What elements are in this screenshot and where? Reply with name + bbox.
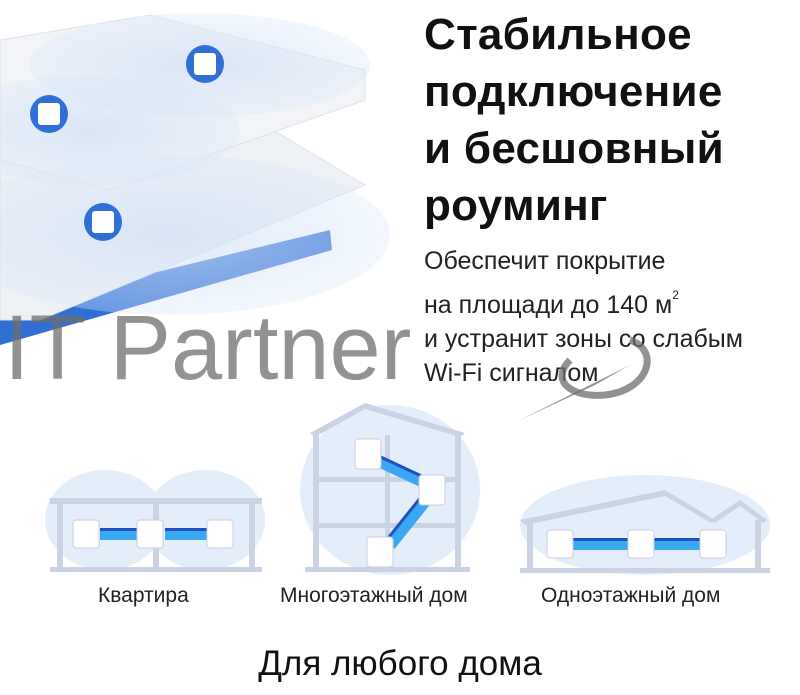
mesh-unit-icon: [366, 536, 394, 568]
mesh-unit-icon: [136, 519, 164, 549]
mesh-unit-icon: [699, 529, 727, 559]
headline: Стабильное подключение и бесшовный роуми…: [424, 6, 724, 234]
home-type-label: Одноэтажный дом: [541, 584, 721, 607]
subtext-line: на площади до 140 м2: [424, 278, 743, 322]
mesh-unit-icon: [206, 519, 234, 549]
mesh-unit-icon: [84, 203, 122, 241]
home-type-label: Многоэтажный дом: [280, 584, 468, 607]
subtext-area: на площади до 140 м: [424, 291, 673, 319]
headline-line: Стабильное: [424, 10, 692, 59]
mesh-unit-icon: [418, 474, 446, 506]
watermark-logo-icon: [520, 336, 651, 420]
mesh-unit-icon: [627, 529, 655, 559]
mesh-unit-icon: [546, 529, 574, 559]
subtext: Обеспечит покрытие на площади до 140 м2 …: [424, 244, 743, 390]
coverage-area: [0, 155, 390, 315]
footer-title: Для любого дома: [258, 644, 542, 683]
mesh-unit-icon: [354, 438, 382, 470]
single-storey-house-illustration: [520, 475, 770, 575]
headline-line: подключение: [424, 67, 723, 116]
superscript: 2: [672, 288, 679, 302]
multistorey-house-illustration: [300, 403, 480, 575]
watermark-text: IT Partner: [4, 297, 412, 399]
apartment-illustration: [45, 470, 265, 572]
subtext-line: и устранит зоны со слабым: [424, 325, 743, 353]
subtext-line: Обеспечит покрытие: [424, 247, 666, 275]
mesh-unit-icon: [72, 519, 100, 549]
home-type-label: Квартира: [98, 584, 189, 607]
mesh-unit-icon: [30, 95, 68, 133]
mesh-unit-icon: [186, 45, 224, 83]
floorplan-illustration: [0, 13, 390, 345]
headline-line: и бесшовный: [424, 124, 724, 173]
headline-line: роуминг: [424, 181, 608, 230]
